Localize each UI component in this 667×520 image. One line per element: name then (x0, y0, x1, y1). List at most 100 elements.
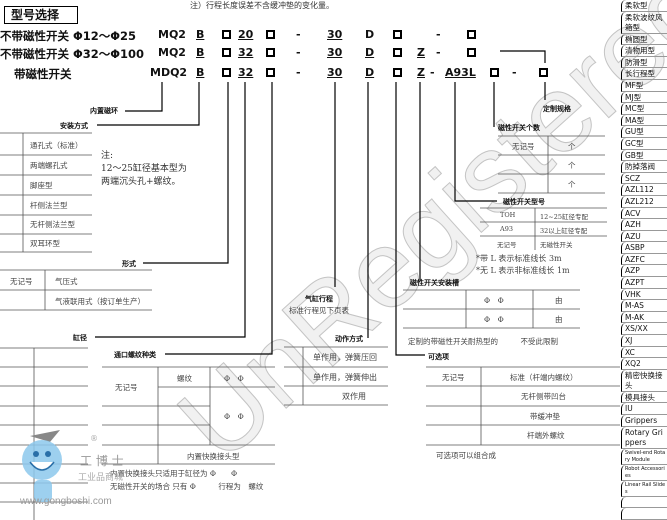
sidebar-tab[interactable]: AZL212 (621, 195, 667, 208)
action-option: 单作用，弹簧伸出 (313, 373, 377, 382)
sidebar-tab[interactable]: XS/XX (621, 323, 667, 336)
sidebar-tab[interactable]: Grippers (621, 415, 667, 427)
sidebar-tab[interactable]: 柔软型 (621, 0, 667, 12)
code-box (393, 68, 402, 77)
sidebar-tab[interactable]: GC型 (621, 137, 667, 150)
row1-series: MQ2 (158, 28, 186, 41)
sidebar-tab[interactable]: AZFC (621, 253, 667, 266)
sidebar-tab[interactable]: XQ2 (621, 358, 667, 370)
gongboshi-logo: ® 工 博 士 工业品商城 www.gongboshi.com (20, 430, 170, 515)
label-magnet: 内置磁环 (90, 107, 118, 115)
sidebar-tab[interactable] (621, 508, 667, 520)
action-option: 单作用，弹簧压回 (313, 353, 377, 362)
option-code: 无记号 (442, 373, 465, 382)
dash: - (512, 66, 517, 79)
sidebar-tab[interactable]: ASBP (621, 242, 667, 254)
mounting-option: 通孔式（标准） (30, 141, 83, 150)
sidebar-tab[interactable]: XC (621, 346, 667, 359)
dash: - (296, 28, 301, 41)
sidebar-tab[interactable]: GU型 (621, 126, 667, 138)
model-note: *无 L 表示非标准线长 1m (476, 266, 570, 275)
sidebar-tab[interactable]: 防滑型 (621, 56, 667, 69)
label-switch-count: 磁性开关个数 (498, 124, 540, 132)
sidebar-tab[interactable]: M-AK (621, 311, 667, 324)
sidebar-tab[interactable] (621, 496, 667, 509)
model-code: A93 (500, 225, 513, 233)
mounting-option: 两端螺孔式 (30, 161, 68, 170)
logo-url: www.gongboshi.com (20, 496, 112, 507)
sidebar-tab[interactable]: M-AS (621, 300, 667, 312)
section-title: 型号选择 (4, 6, 78, 24)
row3-series: MDQ2 (150, 66, 188, 79)
option-desc: 带缓冲垫 (530, 412, 560, 421)
sidebar-tab[interactable]: 长行程型 (621, 68, 667, 80)
row2-bore: 32 (238, 46, 254, 59)
row3-switch: A93L (445, 66, 476, 79)
sidebar-tab[interactable]: IU (621, 403, 667, 415)
sidebar-tab[interactable]: 模具接头 (621, 391, 667, 404)
sidebar-tab[interactable]: Rotary Grippers (621, 426, 667, 449)
port-quick: 内置快换接头型 (187, 452, 240, 461)
sidebar-tab[interactable]: ACV (621, 207, 667, 220)
row3-action: D (365, 66, 375, 79)
mounting-option: 杆侧法兰型 (30, 201, 68, 210)
option-desc: 标准（杆端内螺纹） (510, 373, 578, 382)
code-box (266, 48, 275, 57)
label-action: 动作方式 (335, 335, 363, 343)
sidebar-tab[interactable]: MF型 (621, 79, 667, 92)
row3-bore: 32 (238, 66, 254, 79)
sidebar-tab[interactable]: 柔软波纹风箱型 (621, 11, 667, 34)
stroke-note: 标准行程见下页表 (289, 306, 349, 315)
sidebar-tab[interactable]: AZL112 (621, 184, 667, 196)
row1-action: D (365, 28, 375, 41)
row3-z: Z (417, 66, 425, 79)
slot-value: 由 (555, 296, 563, 305)
count-unit: 个 (568, 180, 576, 189)
sidebar-tab[interactable]: AZU (621, 230, 667, 243)
sidebar-tab[interactable]: MJ型 (621, 91, 667, 104)
sidebar-tab[interactable]: XJ (621, 335, 667, 347)
code-box (393, 48, 402, 57)
sidebar-tab[interactable]: 防掉落阀 (621, 161, 667, 173)
sidebar-tab[interactable]: AZH (621, 219, 667, 231)
slot-note: 定制的带磁性开关耐热型的 不受此限制 (408, 337, 558, 346)
sidebar-tab[interactable]: Linear Rail Slides (621, 480, 667, 497)
count-unit: 个 (568, 161, 576, 170)
sidebar-tab[interactable]: Swivel-end Rotary Module (621, 448, 667, 465)
sidebar-tab[interactable]: MC型 (621, 103, 667, 115)
dash: - (296, 66, 301, 79)
row1-bore: 20 (238, 28, 254, 41)
code-box (393, 30, 402, 39)
sidebar-tab[interactable]: 椭圆型 (621, 33, 667, 46)
slot-phi: Φ Φ (484, 315, 504, 324)
sidebar-tab[interactable]: Robot Accessories (621, 464, 667, 481)
code-box (266, 30, 275, 39)
row3-label: 带磁性开关 (14, 67, 72, 81)
model-desc: 无磁性开关 (540, 241, 573, 249)
row2-mount: B (196, 46, 205, 59)
label-type: 形式 (122, 260, 136, 268)
action-option: 双作用 (342, 392, 366, 401)
dash: - (296, 46, 301, 59)
sidebar-tab[interactable]: VHK (621, 288, 667, 301)
type-desc: 气液联用式（按订单生产） (55, 297, 145, 306)
sidebar-tab[interactable]: AZPT (621, 277, 667, 289)
logo-name: 工 博 士 (80, 454, 124, 468)
sidebar-tab[interactable]: 清物用型 (621, 45, 667, 57)
port-thread: 螺纹 (177, 374, 192, 383)
row1-label: 不带磁性开关 Φ12～Φ25 (0, 29, 137, 43)
model-code: 无记号 (497, 241, 517, 249)
sidebar-tab[interactable]: MA型 (621, 114, 667, 127)
row2-series: MQ2 (158, 46, 186, 59)
sidebar-tab[interactable]: 精密快换接头 (621, 369, 667, 392)
slot-value: 由 (555, 315, 563, 324)
sidebar-tab[interactable]: AZP (621, 265, 667, 278)
top-note: 注）行程长度误差不含缓冲垫的变化量。 (190, 1, 334, 10)
option-desc: 无杆侧带凹台 (521, 392, 566, 401)
label-mounting: 安装方式 (60, 122, 88, 130)
row1-stroke: 30 (327, 28, 343, 41)
sidebar-tab[interactable]: SCZ (621, 172, 667, 185)
dash: - (436, 46, 441, 59)
label-stroke: 气缸行程 (305, 295, 333, 303)
sidebar-tab[interactable]: GB型 (621, 149, 667, 162)
